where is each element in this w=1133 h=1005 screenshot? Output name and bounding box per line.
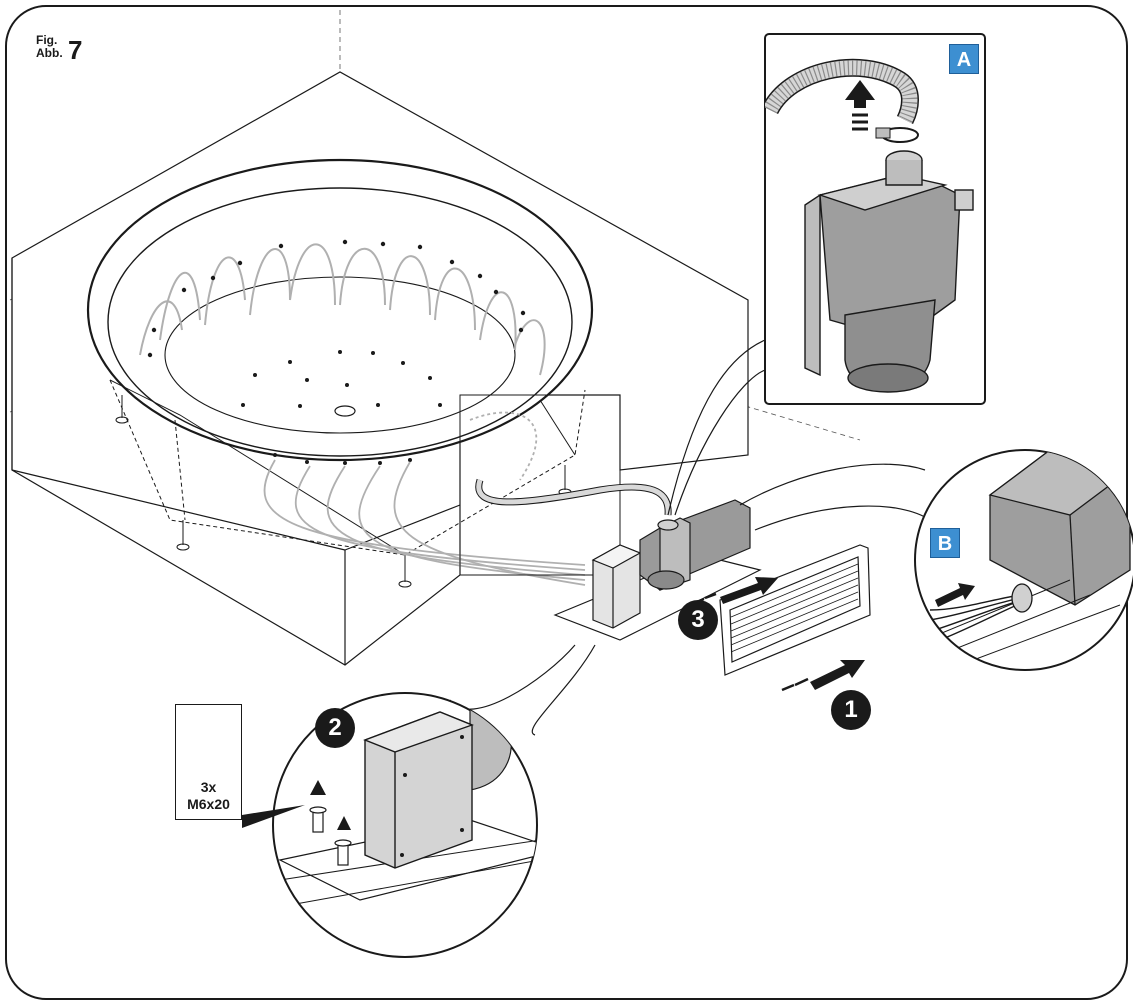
- bathtub: [86, 158, 594, 465]
- step-1-badge: 1: [831, 690, 871, 730]
- callout-b-badge: B: [930, 528, 960, 558]
- detail-2-panel: [272, 692, 538, 958]
- step-3-badge: 3: [678, 600, 718, 640]
- detail-leader-lines: [449, 339, 931, 736]
- detail-b-panel: [914, 449, 1133, 671]
- screw-spec-box: 3x M6x20: [175, 704, 242, 820]
- screw-spec: M6x20: [187, 796, 230, 812]
- screw-quantity: 3x: [200, 779, 217, 795]
- figure-number: 7: [68, 35, 83, 65]
- control-box: [591, 544, 642, 629]
- screw-pointer: [242, 805, 305, 828]
- support-frame: [109, 379, 586, 588]
- callout-a-badge: A: [949, 44, 979, 74]
- removal-arrows: [693, 577, 865, 692]
- figure-label-line1: Fig.: [36, 33, 58, 47]
- figure-label-line2: Abb.: [36, 46, 63, 60]
- vent-grille: [719, 544, 871, 676]
- pump-unit: [639, 499, 751, 591]
- figure-label: Fig. Abb. 7: [36, 33, 82, 64]
- detail-a-panel: [764, 33, 986, 405]
- figure-border: [5, 5, 1128, 1000]
- step-2-badge: 2: [315, 708, 355, 748]
